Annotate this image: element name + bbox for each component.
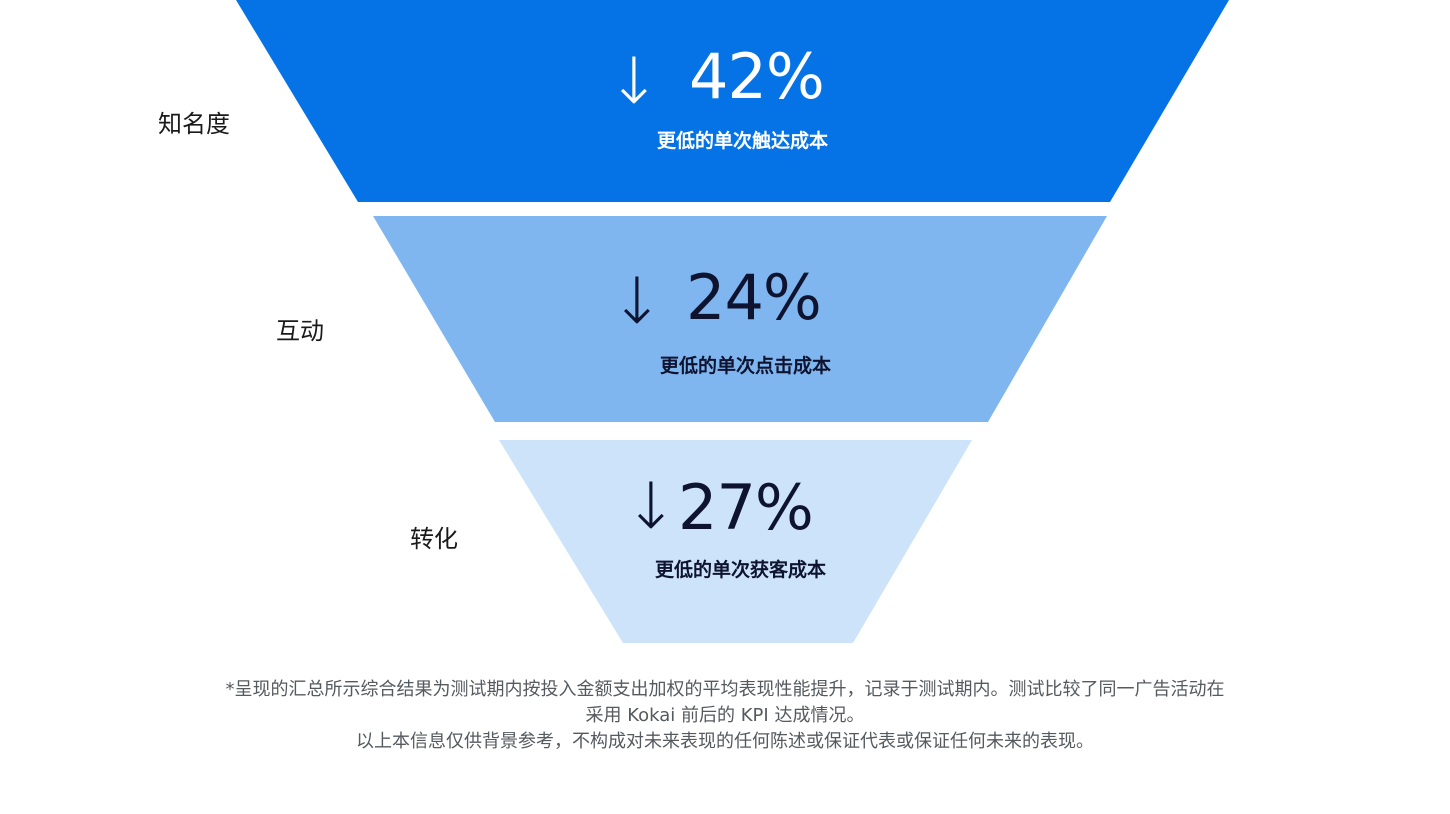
funnel-stage-awareness [236, 0, 1229, 202]
footnote-line-1: *呈现的汇总所示综合结果为测试期内按投入金额支出加权的平均表现性能提升，记录于测… [225, 679, 1225, 700]
down-arrow-icon: ↓ [624, 470, 678, 544]
metric-caption-engagement: 更低的单次点击成本 [660, 355, 832, 377]
footnote-line-3: 以上本信息仅供背景参考，不构成对未来表现的任何陈述或保证代表或保证任何未来的表现… [356, 731, 1094, 752]
metric-percent-conversion: 27% [678, 471, 814, 544]
footnote: *呈现的汇总所示综合结果为测试期内按投入金额支出加权的平均表现性能提升，记录于测… [0, 677, 1450, 755]
funnel-stage-conversion [499, 440, 972, 643]
footnote-line-2: 采用 Kokai 前后的 KPI 达成情况。 [585, 705, 865, 726]
stage-label-engagement: 互动 [276, 317, 324, 345]
stage-label-conversion: 转化 [410, 525, 458, 553]
metric-percent-awareness: 42% [689, 40, 825, 113]
metric-percent-engagement: 24% [686, 261, 822, 334]
stage-label-awareness: 知名度 [158, 110, 230, 138]
metric-caption-awareness: 更低的单次触达成本 [657, 130, 829, 152]
funnel-stage-engagement [373, 216, 1107, 422]
down-arrow-icon: ↓ [607, 45, 661, 119]
down-arrow-icon: ↓ [610, 265, 664, 339]
metric-caption-conversion: 更低的单次获客成本 [655, 559, 827, 581]
